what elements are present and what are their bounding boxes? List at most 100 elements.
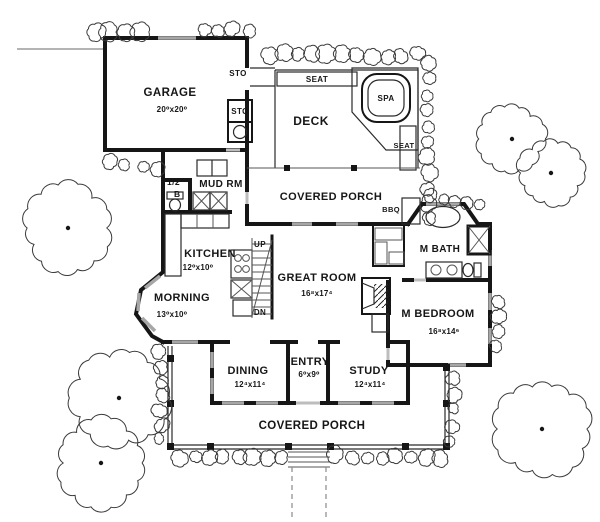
foliage-outline — [150, 343, 167, 360]
foliage-outline — [438, 193, 450, 206]
tree-trunk-dot — [548, 170, 554, 176]
foliage-outline — [152, 359, 169, 376]
foliage-outline — [490, 294, 506, 310]
foliage-outline — [448, 195, 462, 208]
toilet-half-bath — [166, 191, 184, 212]
foliage-outline — [459, 196, 474, 211]
foliage-outline — [409, 46, 427, 61]
foliage-outline — [170, 449, 189, 468]
garage-label: GARAGE — [144, 87, 197, 99]
kitchen-dims: 12⁰x10⁰ — [183, 263, 214, 272]
foliage-outline — [153, 432, 165, 445]
foliage-outline — [431, 449, 449, 469]
storage-closets — [227, 99, 253, 143]
foliage-outline — [116, 23, 136, 43]
foliage-outline — [475, 103, 549, 175]
master-bedroom-dims: 16⁸x14⁶ — [428, 327, 459, 336]
covered-porch-bottom-label: COVERED PORCH — [259, 420, 366, 432]
foliage-outline — [442, 435, 456, 448]
foliage-outline — [447, 402, 459, 415]
foliage-outline — [155, 387, 171, 404]
tree-trunk-dot — [539, 426, 545, 432]
foliage-outline — [129, 21, 151, 43]
vanity — [425, 261, 463, 279]
seat-top-label: SEAT — [306, 75, 328, 84]
landscaping — [22, 20, 593, 513]
foliage-outline — [149, 161, 166, 178]
foliage-outline — [315, 43, 337, 64]
foliage-outline — [201, 449, 219, 466]
stairs-down-label: DN — [254, 308, 266, 317]
deck-label: DECK — [293, 114, 329, 128]
foliage-outline — [274, 450, 289, 465]
sto-lower-label: STO — [231, 107, 249, 116]
foliage-outline — [421, 120, 435, 134]
tree-trunk-dot — [65, 225, 71, 231]
foliage-outline — [242, 23, 256, 39]
foliage-outline — [214, 448, 230, 465]
mud-room-label: MUD RM — [199, 179, 243, 190]
kitchen-label: KITCHEN — [184, 248, 236, 260]
foliage-outline — [259, 449, 277, 467]
half-bath-label-1: 1/2 — [167, 177, 180, 187]
foliage-outline — [420, 135, 435, 149]
foliage-outline — [386, 447, 403, 465]
bathtub — [425, 205, 461, 229]
study-dims: 12⁴x11⁴ — [354, 380, 385, 389]
foliage-outline — [491, 381, 593, 479]
doors — [226, 148, 426, 405]
foliage-outline — [303, 44, 321, 63]
foliage-outline — [515, 138, 587, 208]
foliage-outline — [67, 349, 172, 450]
foliage-outline — [417, 147, 436, 166]
deck — [247, 67, 420, 171]
dining-dims: 12⁴x11⁴ — [234, 380, 265, 389]
foliage-outline — [153, 417, 171, 434]
foliage-outline — [446, 386, 463, 404]
master-bath-label: M BATH — [420, 244, 461, 255]
tree-trunk-dot — [98, 460, 104, 466]
foliage-outline — [188, 450, 203, 464]
shower — [466, 224, 492, 256]
entry-steps — [288, 451, 330, 518]
staircase — [251, 238, 273, 318]
foliage-outline — [375, 451, 390, 466]
foliage-outline — [419, 194, 438, 213]
foliage-outline — [260, 46, 279, 66]
foliage-outline — [332, 44, 351, 63]
foliage-outline — [137, 160, 150, 173]
foliage-outline — [101, 152, 119, 171]
foliage-outline — [117, 158, 130, 172]
foliage-outline — [290, 46, 305, 62]
master-bedroom-label: M BEDROOM — [401, 308, 474, 320]
foliage-outline — [419, 103, 434, 118]
room-labels: GARAGE 20⁰x20⁰ STO STO SEAT SPA DECK SEA… — [144, 69, 475, 432]
foliage-outline — [155, 374, 169, 390]
foliage-outline — [422, 71, 437, 86]
foliage-outline — [22, 179, 113, 276]
master-closet — [374, 227, 405, 265]
great-room-dims: 16⁸x17⁴ — [301, 289, 332, 298]
foliage-outline — [420, 163, 439, 183]
stairs-up-label: UP — [254, 240, 266, 249]
foliage-outline — [489, 308, 508, 325]
foliage-outline — [420, 54, 437, 72]
toilet-master-bath — [462, 262, 482, 278]
foliage-outline — [444, 370, 461, 386]
spa-label: SPA — [377, 94, 394, 103]
foliage-outline — [491, 324, 506, 339]
foliage-outline — [444, 419, 461, 435]
foliage-outline — [242, 447, 262, 466]
dining-label: DINING — [228, 365, 269, 377]
foliage-outline — [348, 47, 365, 64]
sto-upper-label: STO — [229, 69, 247, 78]
foliage-outline — [197, 23, 212, 38]
foliage-outline — [274, 43, 294, 62]
foliage-outline — [223, 20, 241, 37]
foliage-outline — [417, 448, 436, 467]
tree-trunk-dot — [116, 395, 122, 401]
foliage-outline — [98, 21, 118, 43]
entry-label: ENTRY — [291, 356, 330, 368]
